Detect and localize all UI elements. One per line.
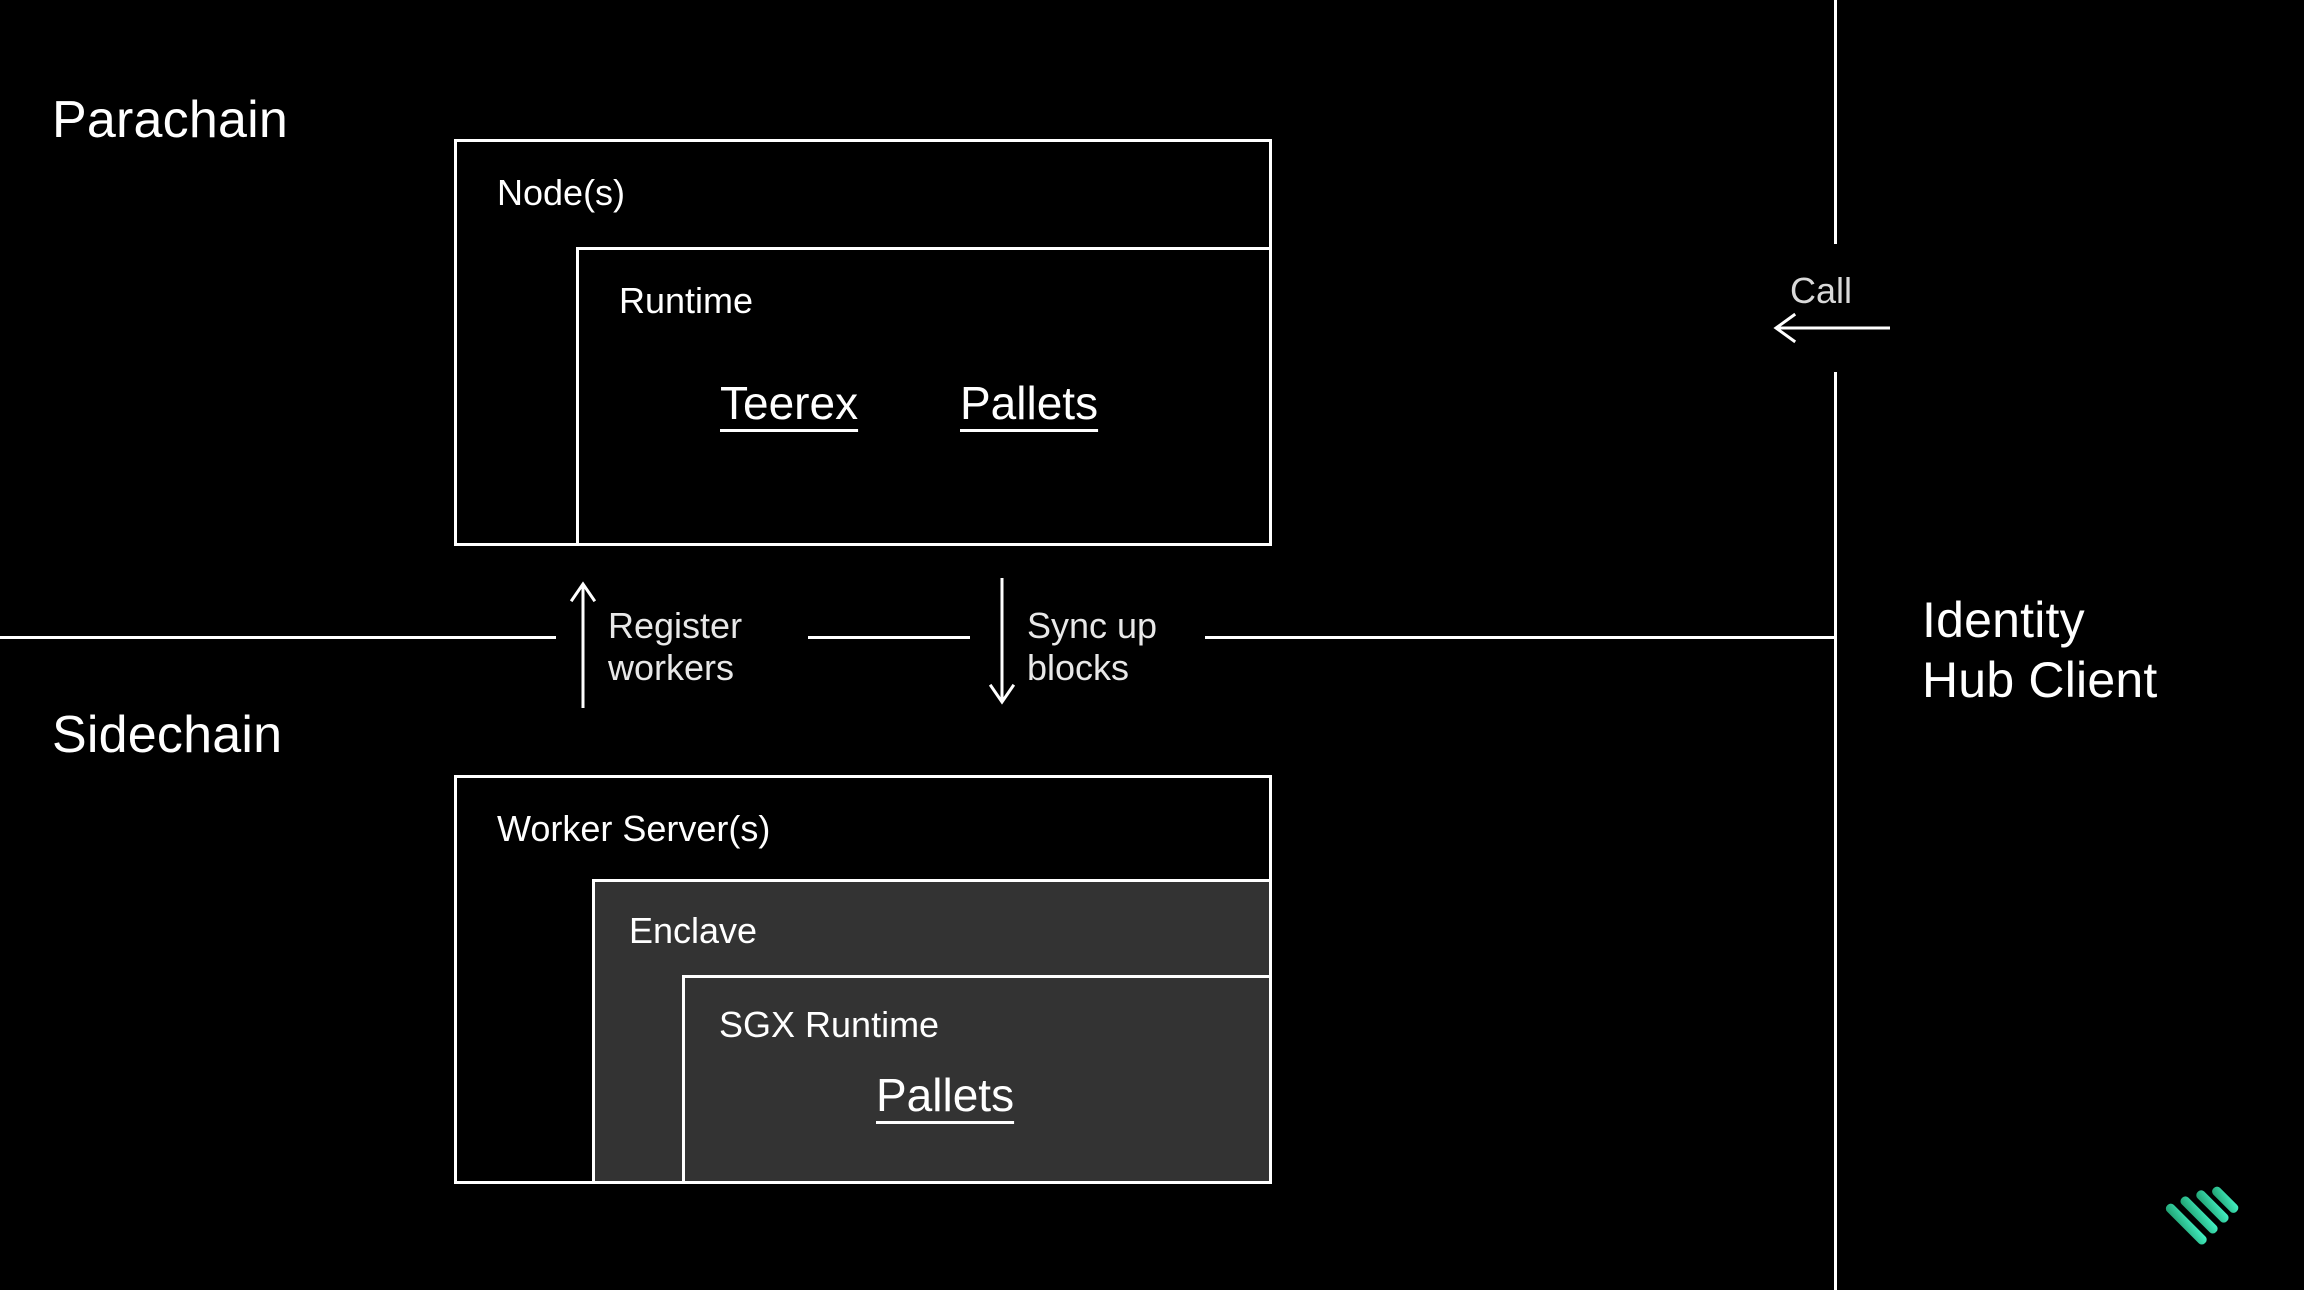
section-label-sidechain: Sidechain [52, 706, 283, 764]
horizontal-divider-left [0, 636, 556, 639]
horizontal-divider-right [1205, 636, 1837, 639]
register-workers-label: Register workers [608, 605, 743, 689]
runtime-box-title: Runtime [619, 280, 754, 321]
vertical-divider-bottom [1834, 372, 1837, 1290]
sgx-runtime-box: SGX Runtime [682, 975, 1272, 1184]
runtime-box: Runtime [576, 247, 1272, 546]
call-arrow-icon [1773, 312, 1890, 344]
section-label-parachain: Parachain [52, 91, 288, 149]
horizontal-divider-middle [808, 636, 970, 639]
node-box-title: Node(s) [497, 172, 626, 213]
pallet-teerex[interactable]: Teerex [720, 377, 859, 429]
sync-up-blocks-label: Sync up blocks [1027, 605, 1158, 689]
identity-hub-client-label: Identity Hub Client [1922, 590, 2157, 710]
register-workers-arrow-icon [569, 581, 597, 708]
pallet-parachain-pallets[interactable]: Pallets [960, 377, 1099, 429]
enclave-box-title: Enclave [629, 910, 758, 951]
vertical-divider-top [1834, 0, 1837, 244]
pallet-sidechain-pallets[interactable]: Pallets [876, 1069, 1015, 1121]
worker-server-box-title: Worker Server(s) [497, 808, 771, 849]
litentry-logo-icon [2165, 1186, 2239, 1245]
call-label: Call [1790, 270, 1853, 311]
sgx-runtime-box-title: SGX Runtime [719, 1004, 940, 1045]
identity-hub-client-line2: Hub Client [1922, 652, 2158, 708]
identity-hub-client-line1: Identity [1922, 592, 2085, 648]
sync-up-blocks-arrow-icon [988, 578, 1016, 705]
